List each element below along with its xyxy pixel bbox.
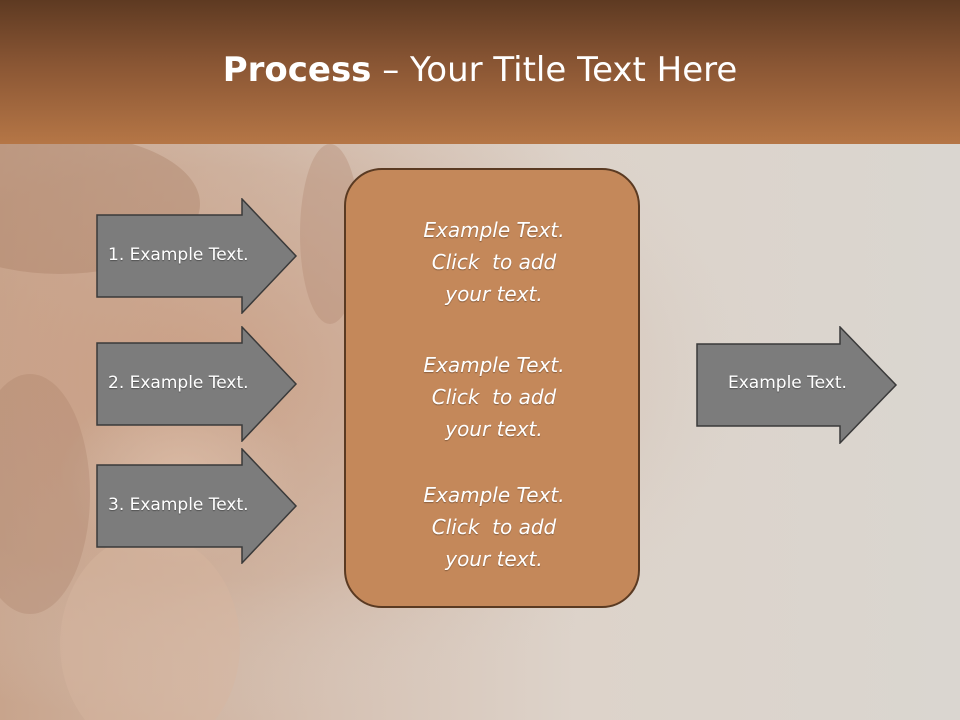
title-bar: Process – Your Title Text Here [0, 0, 960, 144]
center-block-line: your text. [445, 547, 543, 571]
arrow-result[interactable]: Example Text. [696, 325, 898, 445]
arrow-label-3: 3. Example Text. [108, 495, 249, 515]
center-block-1: Example Text. Click to add your text. [346, 214, 642, 310]
arrow-shape-icon [696, 325, 898, 445]
arrow-label-2: 2. Example Text. [108, 373, 249, 393]
center-block-line: Click to add [431, 385, 557, 409]
center-text-box[interactable]: Example Text. Click to add your text. Ex… [344, 168, 640, 608]
center-block-3: Example Text. Click to add your text. [346, 479, 642, 575]
arrow-step-1[interactable]: 1. Example Text. [96, 197, 298, 315]
arrow-step-3[interactable]: 3. Example Text. [96, 447, 298, 565]
arrow-shape-icon [96, 197, 298, 315]
title-bold: Process [222, 50, 372, 90]
arrow-step-2[interactable]: 2. Example Text. [96, 325, 298, 443]
arrow-label-1: 1. Example Text. [108, 245, 249, 265]
center-block-2: Example Text. Click to add your text. [346, 349, 642, 445]
arrow-shape-icon [96, 447, 298, 565]
center-block-line: Example Text. [423, 218, 565, 242]
center-block-line: Click to add [431, 515, 557, 539]
slide-title[interactable]: Process – Your Title Text Here [0, 50, 960, 90]
center-block-line: Click to add [431, 250, 557, 274]
center-block-line: your text. [445, 417, 543, 441]
center-block-line: Example Text. [423, 353, 565, 377]
center-block-line: Example Text. [423, 483, 565, 507]
arrow-shape-icon [96, 325, 298, 443]
arrow-label-result: Example Text. [728, 373, 847, 393]
center-block-line: your text. [445, 282, 543, 306]
title-rest: – Your Title Text Here [371, 50, 738, 90]
